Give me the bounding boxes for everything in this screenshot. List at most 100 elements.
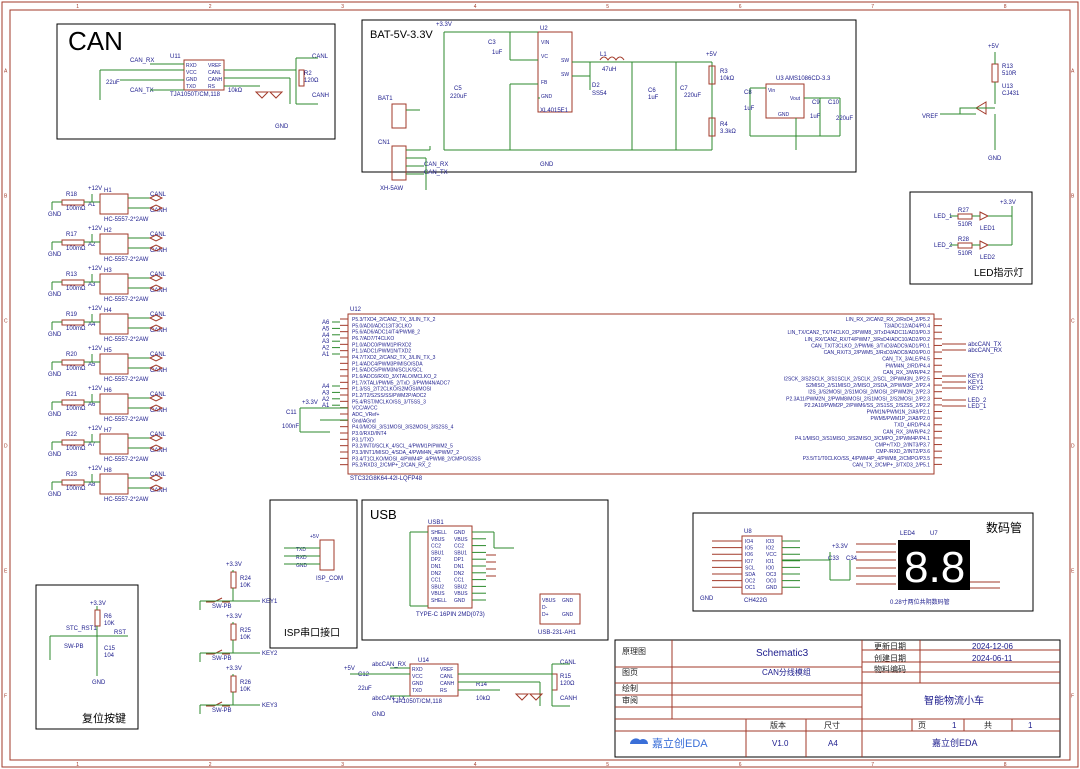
hc-row-resistor[interactable] (61, 479, 85, 486)
key-button[interactable] (206, 701, 230, 707)
hc-row-resistor[interactable] (61, 279, 85, 286)
hc-row-resistor[interactable] (61, 239, 85, 246)
mcu-right-pin: P4.1/MISO_3/S1MISO_3/S2MISO_3/CMPO_2/PWM… (795, 436, 930, 442)
hc-row-r-ref: R20 (66, 352, 78, 358)
key-r-ref: R24 (240, 576, 252, 582)
hc-row-net: A3 (88, 282, 96, 288)
reset-net: STC_RST1 (66, 626, 97, 632)
u8-left-pin: IO4 (745, 539, 753, 545)
isp-pin-txd: TXD (296, 547, 306, 553)
hc-row-connector[interactable] (99, 473, 129, 495)
usb1-left-pin: SBU2 (431, 584, 444, 590)
key-pullup-resistor[interactable] (230, 675, 237, 693)
usb1-right-pin: DP1 (454, 557, 464, 563)
hc-row-r-val: 100mΩ (66, 446, 86, 452)
mcu-right-pin: S2MISO_2/S1MISO_2/MISO_2/SDA_2/PWM3P_2/P… (806, 383, 930, 389)
display-c33: C33 (828, 556, 840, 562)
hc-row-resistor[interactable] (61, 199, 85, 206)
r4-resistor[interactable] (708, 117, 716, 137)
r15-resistor[interactable] (551, 673, 558, 691)
hc-row-connector[interactable] (99, 433, 129, 455)
c6-ref: C6 (648, 88, 656, 94)
u11-name: TJA1050T/CM,118 (170, 92, 221, 98)
mcu-left-pin: P4.7/TXD2_2/CAN2_TX_3/LIN_TX_3 (352, 355, 436, 361)
u13-ref: U13 (1002, 84, 1014, 90)
mcu-chip-body[interactable] (347, 313, 935, 475)
u2-pin-vin: VIN (541, 40, 550, 46)
hc-row-r-val: 100mΩ (66, 486, 86, 492)
hc-row-net-ports (148, 234, 164, 252)
hc-row-resistor[interactable] (61, 399, 85, 406)
r27-resistor[interactable] (957, 213, 973, 220)
hc-row-gnd: GND (48, 252, 62, 258)
r13-resistor[interactable] (991, 63, 999, 83)
hc-row-connector[interactable] (99, 353, 129, 375)
hc-row-net: A6 (88, 402, 96, 408)
hc-row-canl: CANL (150, 352, 167, 358)
r6-resistor[interactable] (94, 609, 101, 627)
key-pullup-resistor[interactable] (230, 623, 237, 641)
key-net: KEY3 (262, 703, 278, 709)
key-pullup-resistor[interactable] (230, 571, 237, 589)
hc-row-resistor[interactable] (61, 319, 85, 326)
l1-inductor[interactable] (599, 56, 625, 61)
hc-row-resistor[interactable] (61, 439, 85, 446)
hc-row-resistor[interactable] (61, 359, 85, 366)
usb1-connector[interactable] (427, 525, 473, 609)
hc-row-connector[interactable] (99, 193, 129, 215)
mcu-right-pin: TXD_4/RD/P4.4 (894, 423, 930, 429)
u8-left-pin: IO7 (745, 559, 753, 565)
r28-resistor[interactable] (957, 242, 973, 249)
power-v5-label: +5V (706, 52, 717, 58)
u3-regulator[interactable] (765, 83, 805, 119)
usb1-right-pin: SBU1 (454, 550, 467, 556)
hc-row-connector[interactable] (99, 313, 129, 335)
hc-row-connector[interactable] (99, 393, 129, 415)
mcu-right-net: KEY2 (968, 386, 984, 392)
key-button[interactable] (206, 649, 230, 655)
can-block-frame (56, 23, 336, 140)
key-wires (199, 570, 260, 610)
u11-chip[interactable] (183, 59, 225, 91)
u16-module[interactable] (539, 593, 581, 625)
display-block: 数码管 U8 CH422G IO4IO5IO6IO7SCLSDAOC2OC1IO… (692, 512, 1034, 612)
led-block-title: LED指示灯 (974, 266, 1023, 279)
u8-chip[interactable] (741, 535, 783, 595)
u11-pin-txd: TXD (186, 84, 196, 90)
u16-pin-vbus: VBUS (542, 598, 556, 604)
c8-val: 1uF (744, 106, 755, 112)
tb-version-value: V1.0 (772, 739, 789, 748)
frame-row-right-C: C (1071, 319, 1075, 325)
can2-tx-label: abcCAN_TX (372, 696, 405, 702)
tb-title-label: 原理图 (622, 647, 646, 656)
r3-ref: R3 (720, 69, 728, 75)
canh-label: CANH (312, 93, 329, 99)
reset-v33: +3.3V (90, 601, 106, 607)
hc-row-connector[interactable] (99, 233, 129, 255)
title-block: 原理图 图页 绘制 审阅 Schematic3 CAN分线模组 更新日期 创建日… (614, 639, 1061, 758)
tb-update-label: 更新日期 (874, 641, 906, 651)
hc-row-v12: +12V (88, 186, 102, 192)
cn1-connector[interactable] (391, 145, 407, 181)
display-wires (782, 552, 851, 581)
r3-resistor[interactable] (708, 65, 716, 85)
hc-row-gnd: GND (48, 492, 62, 498)
display-block-frame (692, 512, 1034, 612)
tb-drawing-label: 图页 (622, 668, 638, 677)
isp-connector[interactable] (319, 539, 335, 571)
u11-pin-vref: VREF (208, 63, 221, 69)
r4-val: 3.3kΩ (720, 129, 736, 135)
mcu-right-pin: P2.2A10/PWM2P_2/PWM6/SS_2/S1SS_2/S2SS_2/… (804, 403, 930, 409)
key-button[interactable] (206, 597, 230, 603)
u14-chip[interactable] (409, 663, 459, 697)
u2-chip[interactable] (537, 31, 573, 113)
u3-ref: U3 AMS1086CD-3.3 (776, 76, 831, 82)
power-wires (443, 31, 713, 151)
bat1-connector[interactable] (391, 103, 407, 129)
hc-row-part: HC-5557-2*2AW (104, 497, 149, 503)
hc-row-connector[interactable] (99, 273, 129, 295)
u16-pin-dm: D- (542, 605, 548, 611)
r2-resistor[interactable] (298, 69, 305, 87)
